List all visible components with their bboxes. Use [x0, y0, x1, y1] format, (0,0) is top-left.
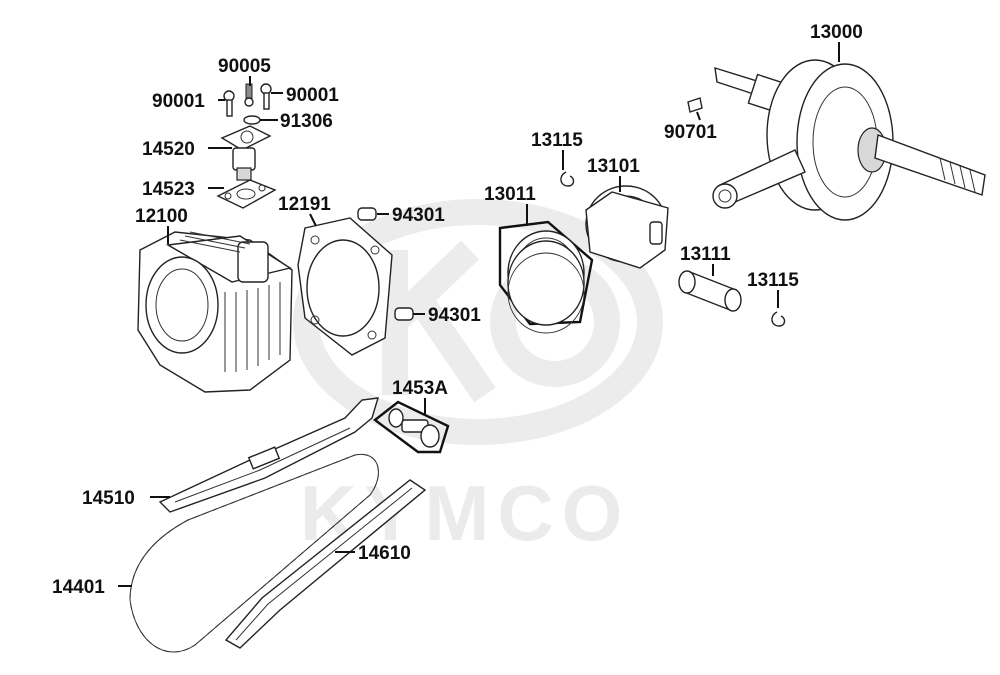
- cylinder-gasket-12191: [297, 217, 393, 356]
- part-number-labels: 13000 90005 90001 90001 91306 14520 1452…: [52, 22, 863, 598]
- label-90005: 90005: [218, 56, 271, 77]
- bolt-90001-right: [260, 83, 272, 110]
- label-90001-left: 90001: [152, 91, 205, 112]
- watermark-ellipse: [293, 199, 663, 445]
- label-13115-bottom: 13115: [747, 270, 799, 291]
- label-90001-right: 90001: [286, 85, 339, 106]
- gasket-14523: [216, 179, 277, 209]
- label-94301-top: 94301: [392, 205, 445, 226]
- label-13115-top: 13115: [531, 130, 583, 151]
- label-14610: 14610: [358, 543, 411, 564]
- circlip-13115-bottom: [771, 311, 786, 327]
- chain-tensioner-arm-14510: [158, 397, 379, 513]
- circlip-13115-top: [560, 171, 575, 187]
- label-14510: 14510: [82, 488, 135, 509]
- pivot-bolt-set-1453A: [373, 400, 450, 454]
- cam-chain-tensioner-14520: [220, 125, 272, 181]
- chain-guide-14610: [224, 479, 427, 649]
- pivot-bolt-frame: [373, 400, 450, 454]
- label-14401: 14401: [52, 577, 105, 598]
- label-94301-bottom: 94301: [428, 305, 481, 326]
- label-13111: 13111: [680, 244, 731, 265]
- label-90701: 90701: [664, 122, 717, 143]
- label-91306: 91306: [280, 111, 333, 132]
- label-14520: 14520: [142, 139, 195, 160]
- cylinder-12100: [137, 231, 293, 393]
- cam-chain-14401: [129, 453, 379, 653]
- dowel-pin-94301-top: [357, 207, 377, 221]
- label-13101: 13101: [587, 156, 640, 177]
- dowel-pin-94301-bottom: [394, 307, 414, 321]
- crankshaft-13000: [712, 59, 986, 221]
- piston-ring-set-13011: [498, 220, 594, 334]
- bolt-90001-left: [223, 90, 235, 117]
- label-12100: 12100: [135, 206, 188, 227]
- label-13000: 13000: [810, 22, 863, 43]
- label-13011: 13011: [484, 184, 536, 205]
- key-90701: [687, 97, 703, 113]
- label-14523: 14523: [142, 179, 195, 200]
- bolt-90005: [244, 83, 254, 107]
- piston-13101: [585, 185, 669, 269]
- piston-ring-frame: [498, 220, 594, 326]
- label-1453A: 1453A: [392, 378, 448, 399]
- label-12191: 12191: [278, 194, 331, 215]
- leader-lines: [118, 42, 840, 587]
- piston-pin-13111: [678, 270, 742, 312]
- o-ring-91306: [243, 115, 261, 125]
